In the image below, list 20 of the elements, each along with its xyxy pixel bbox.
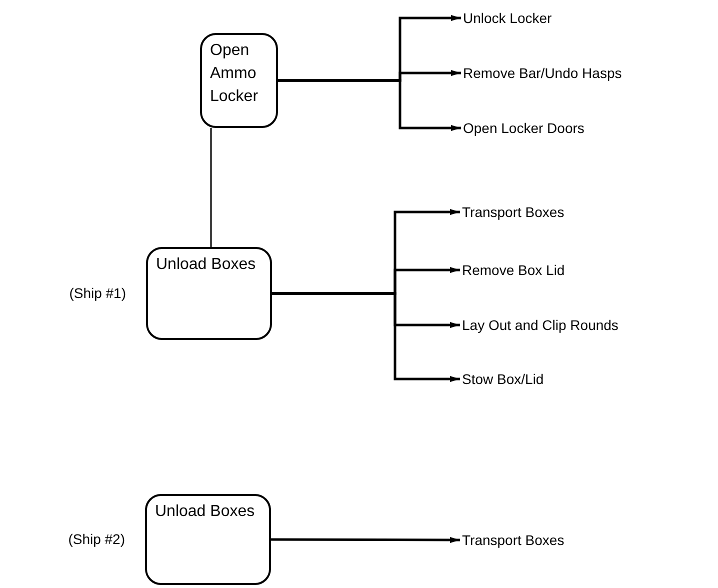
arrow bbox=[278, 79, 461, 131]
ship-label: (Ship #1) bbox=[69, 284, 126, 300]
step-label: Stow Box/Lid bbox=[462, 370, 544, 388]
step-label: Open Locker Doors bbox=[463, 119, 584, 137]
connector-line bbox=[210, 128, 212, 247]
process-box bbox=[200, 33, 278, 128]
process-label: Unload Boxes bbox=[155, 502, 256, 522]
process-box bbox=[145, 494, 271, 585]
process-box bbox=[146, 247, 272, 340]
process-label: Open Ammo Locker bbox=[210, 41, 260, 107]
step-label: Remove Bar/Undo Hasps bbox=[463, 64, 622, 82]
arrow bbox=[272, 292, 460, 382]
step-label: Transport Boxes bbox=[462, 203, 564, 221]
ship-label: (Ship #2) bbox=[68, 530, 125, 546]
step-label: Transport Boxes bbox=[462, 531, 564, 549]
step-label: Remove Box Lid bbox=[462, 261, 565, 279]
process-label: Unload Boxes bbox=[156, 255, 257, 275]
step-label: Lay Out and Clip Rounds bbox=[462, 316, 618, 334]
arrow bbox=[271, 536, 460, 543]
step-label: Unlock Locker bbox=[463, 9, 552, 27]
